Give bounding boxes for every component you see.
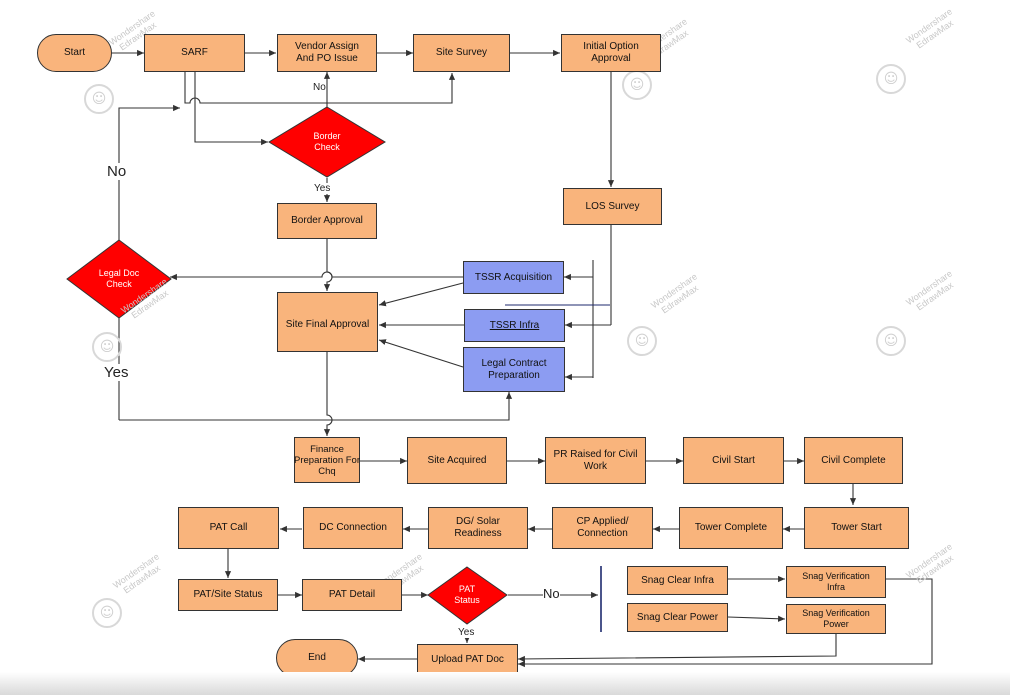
edge-contract-final	[378, 339, 464, 368]
upload-pat-doc-node: Upload PAT Doc	[417, 644, 518, 675]
snag-verification-power-node: Snag Verification Power	[786, 604, 886, 634]
edge-label-no-pat: No	[543, 586, 560, 601]
start-terminal: Start	[37, 34, 112, 72]
edge-verifinfra-upload	[518, 578, 933, 668]
edge-verifpower-upload	[517, 633, 837, 663]
legal-doc-check-label: Legal Doc Check	[98, 268, 140, 289]
legal-contract-node: Legal Contract Preparation	[463, 347, 565, 392]
snag-clear-infra-node: Snag Clear Infra	[627, 566, 728, 595]
snag-verification-infra-node: Snag Verification Infra	[786, 566, 886, 598]
pat-status-label: PAT Status	[454, 584, 480, 605]
tssr-infra-node: TSSR Infra	[464, 309, 565, 342]
watermark-logo: ☺	[92, 332, 122, 362]
bottom-shade	[0, 672, 1010, 695]
vendor-assign-node: Vendor Assign And PO Issue	[277, 34, 377, 72]
watermark-logo: ☺	[92, 598, 122, 628]
watermark-logo: ☺	[876, 326, 906, 356]
watermark-logo: ☺	[627, 326, 657, 356]
border-check-label: Border Check	[313, 131, 341, 152]
sarf-node: SARF	[144, 34, 245, 72]
edge-label-no-legal: No	[107, 163, 127, 180]
edge-sarf-border	[194, 72, 268, 146]
edge-label-no-vendor: No	[313, 82, 326, 93]
edge-tssr-legal	[170, 271, 463, 281]
tower-complete-node: Tower Complete	[679, 507, 783, 549]
edge-legal-contract	[119, 392, 513, 421]
pat-detail-node: PAT Detail	[302, 579, 402, 611]
tower-start-node: Tower Start	[804, 507, 909, 549]
watermark-logo: ☺	[84, 84, 114, 114]
edge-approval-final	[323, 239, 333, 291]
dc-connection-node: DC Connection	[303, 507, 403, 549]
edge-label-yes-legal: Yes	[104, 364, 129, 381]
pat-call-node: PAT Call	[178, 507, 279, 549]
edge-snagpower-verif	[727, 615, 786, 622]
edge-label-yes-border: Yes	[314, 183, 331, 194]
initial-option-node: Initial Option Approval	[561, 34, 661, 72]
watermark-logo: ☺	[622, 70, 652, 100]
civil-start-node: Civil Start	[683, 437, 784, 484]
legal-doc-check-diamond	[66, 239, 172, 319]
border-approval-node: Border Approval	[277, 203, 377, 239]
pat-status-diamond	[427, 566, 508, 625]
border-check-diamond	[268, 106, 386, 178]
site-final-approval-node: Site Final Approval	[277, 292, 378, 352]
edge-sarf-survey	[184, 72, 456, 104]
cp-applied-node: CP Applied/ Connection	[552, 507, 653, 549]
civil-complete-node: Civil Complete	[804, 437, 903, 484]
edge-final-finance	[323, 352, 333, 436]
site-survey-node: Site Survey	[413, 34, 510, 72]
snag-clear-power-node: Snag Clear Power	[627, 603, 728, 632]
edge-legal-no	[118, 104, 180, 240]
tssr-acquisition-node: TSSR Acquisition	[463, 261, 564, 294]
pr-raised-node: PR Raised for Civil Work	[545, 437, 646, 484]
dg-solar-node: DG/ Solar Readiness	[428, 507, 528, 549]
pat-site-status-node: PAT/Site Status	[178, 579, 278, 611]
watermark-logo: ☺	[876, 64, 906, 94]
site-acquired-node: Site Acquired	[407, 437, 507, 484]
los-survey-node: LOS Survey	[563, 188, 662, 225]
finance-prep-node: Finance Preparation For Chq	[294, 437, 360, 483]
edge-label-yes-pat: Yes	[458, 627, 475, 638]
edge-tssracq-final	[378, 282, 464, 307]
